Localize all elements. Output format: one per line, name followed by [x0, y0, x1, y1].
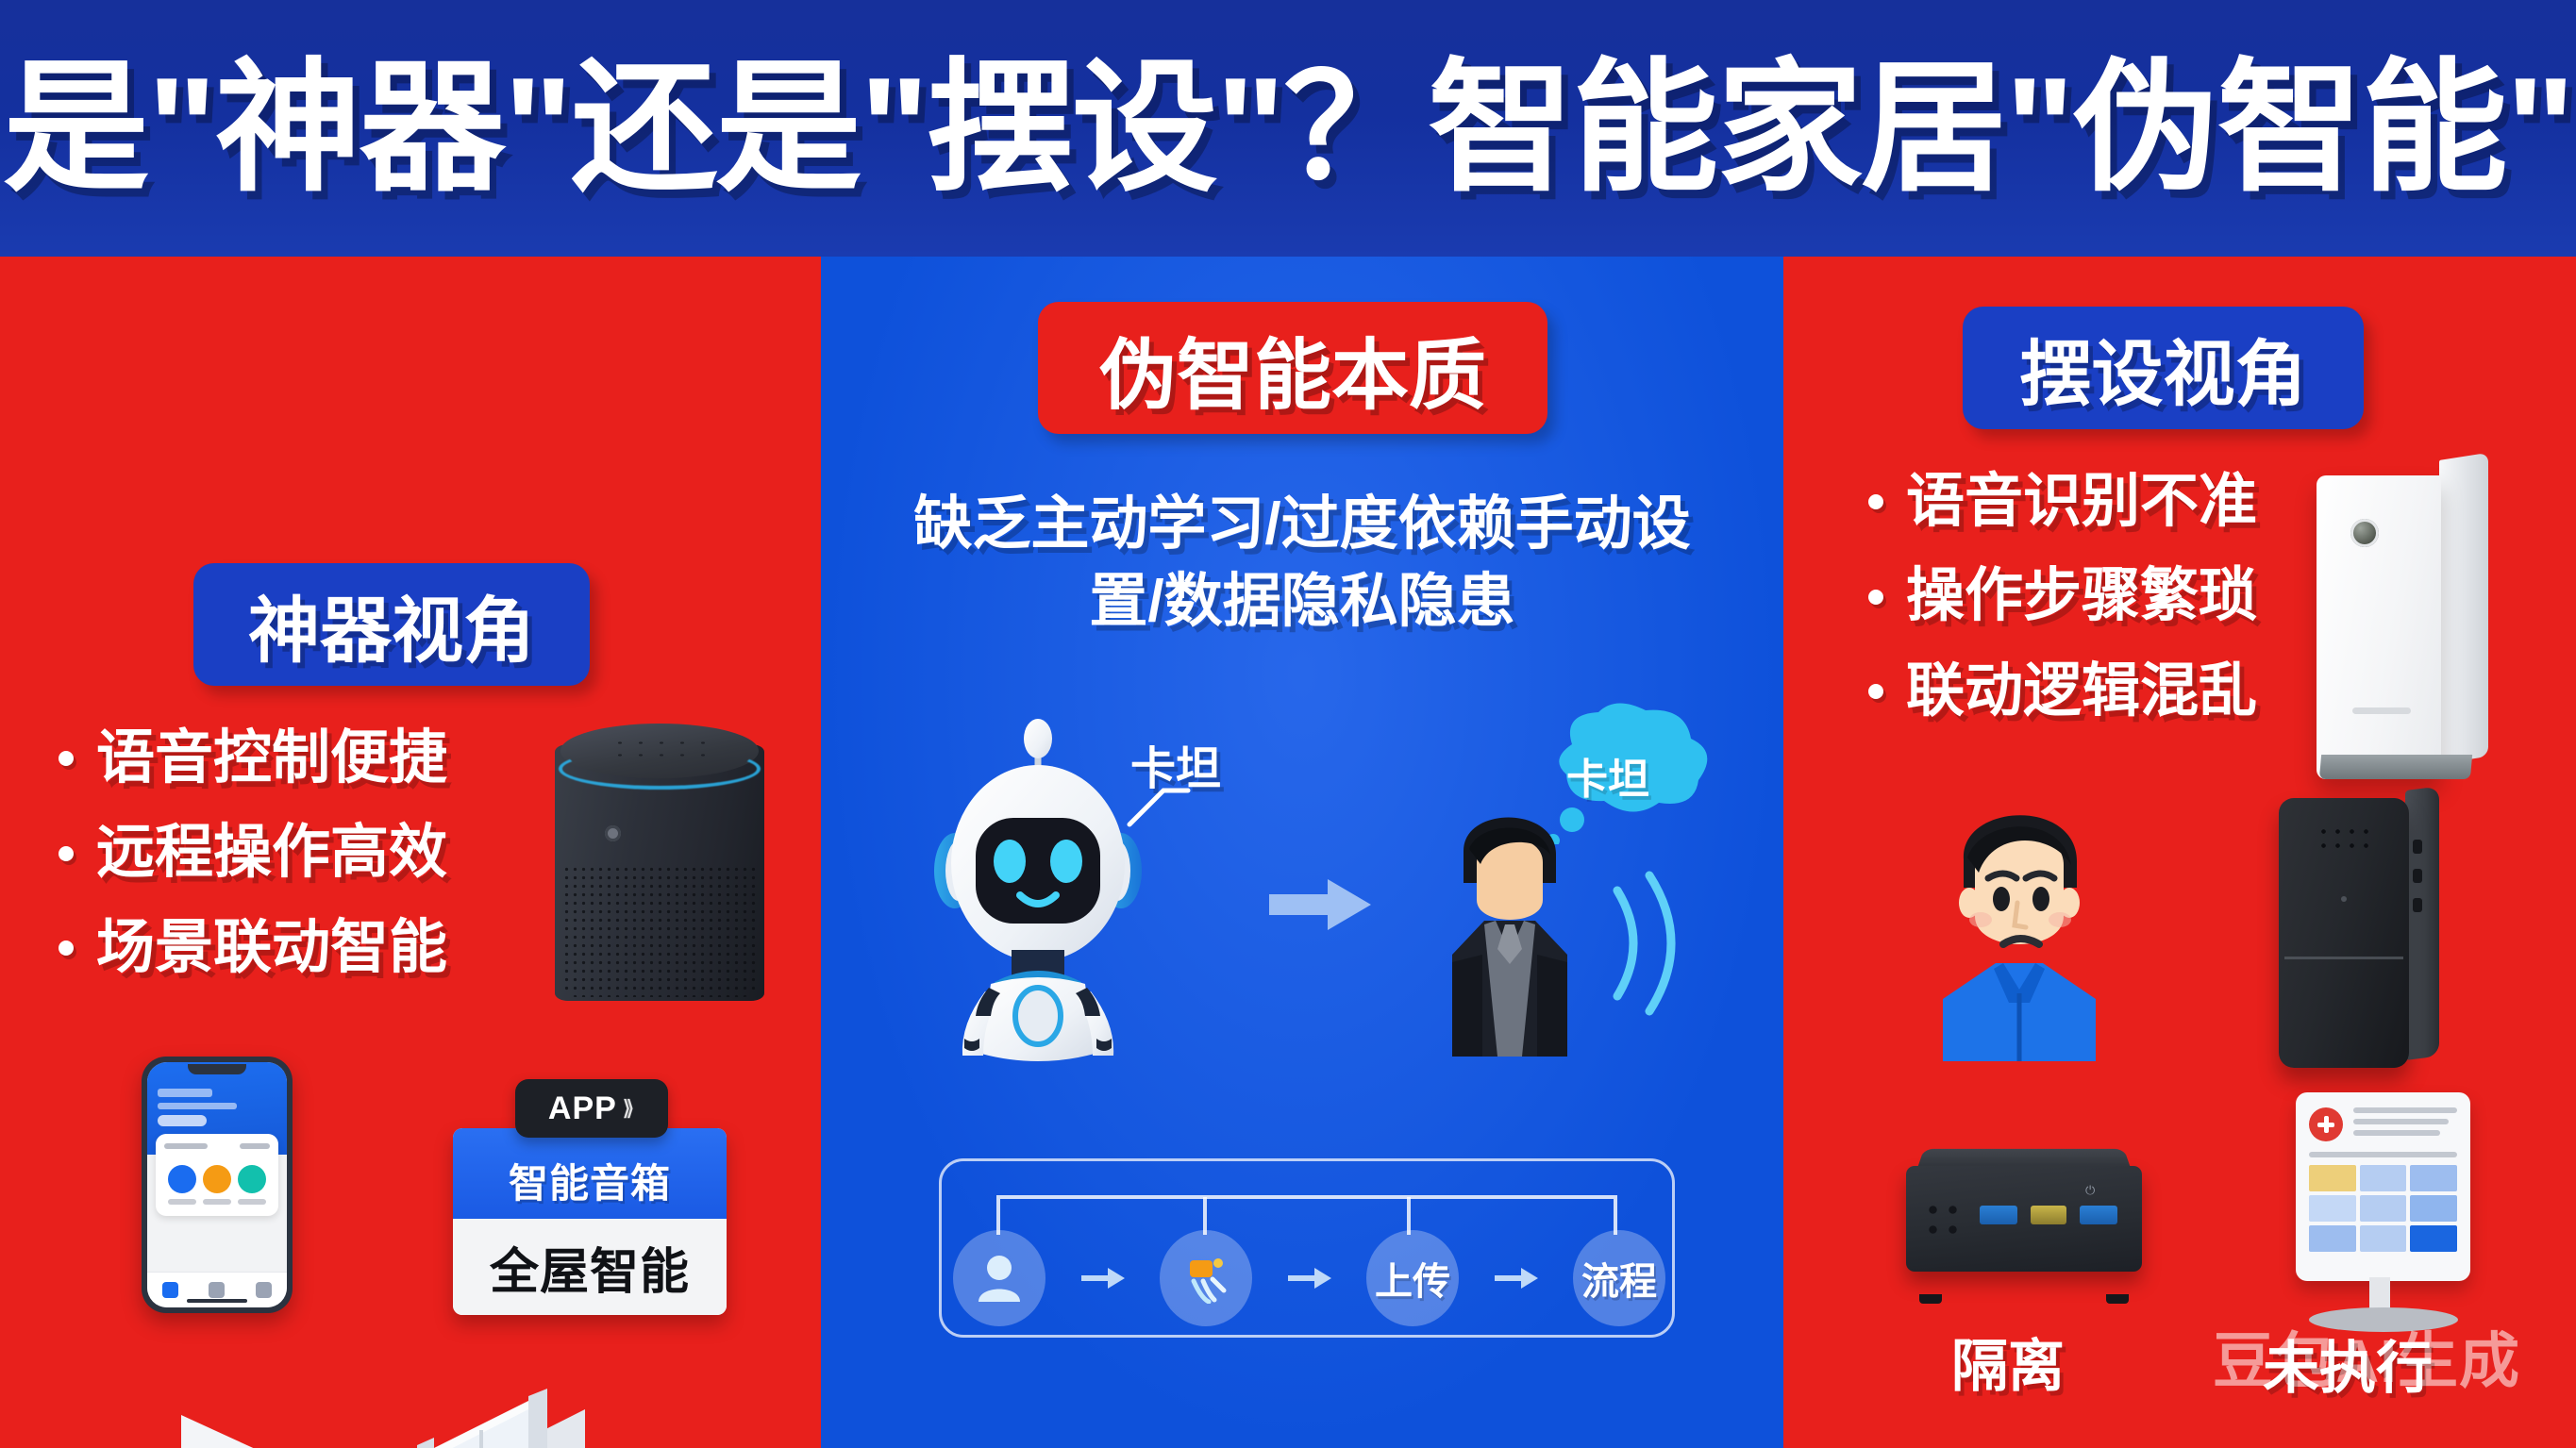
nav-devices-icon: [209, 1282, 226, 1298]
plus-badge-icon: [2309, 1107, 2343, 1141]
flow-node-broadcast: [1160, 1230, 1252, 1326]
watermark-text: 豆包AI生成: [2213, 1327, 2520, 1395]
smart-speaker-app-card: APP ⟫ 智能音箱 全屋智能: [453, 1079, 727, 1315]
bullet-text: 操作步骤繁琐: [1906, 563, 2258, 629]
poster-header: 是"神器"还是"摆设"？智能家居"伪智能": [0, 0, 2576, 257]
app-shortcut-icon-3: [238, 1165, 267, 1193]
flow-node-process: 流程: [1573, 1230, 1665, 1326]
dashboard-display-illustration: [2279, 1092, 2496, 1340]
label-not-executed: 未执行: [2263, 1337, 2433, 1400]
center-body-text: 缺乏主动学习/过度依赖手动设 置/数据隐私隐患: [878, 486, 1727, 641]
nav-profile-icon: [255, 1282, 272, 1298]
phone-home-indicator: [187, 1299, 247, 1303]
app-tab-label: APP ⟫: [515, 1079, 668, 1138]
smart-speaker-image: [555, 724, 764, 1007]
app-shortcut-icon-2: [202, 1165, 231, 1193]
center-body-line-1: 缺乏主动学习/过度依赖手动设: [913, 491, 1691, 557]
bullet-item: 语音识别不准: [1868, 469, 2258, 534]
flow-arrow-1-icon: [1080, 1266, 1125, 1290]
app-card-blue-band: 智能音箱: [453, 1128, 727, 1219]
frustrated-user-avatar: [1911, 778, 2128, 1061]
bullet-dot-icon: [1868, 684, 1883, 700]
bullet-text: 语音识别不准: [1906, 469, 2258, 534]
phone-notch: [188, 1064, 246, 1074]
bullet-dot-icon: [59, 940, 74, 957]
user-avatar-image: [1401, 783, 1618, 1057]
phone-bottom-nav: [147, 1272, 287, 1307]
thought-bubble-text: 卡坦: [1566, 757, 1649, 803]
transfer-arrow-icon: [1269, 877, 1373, 932]
usb-port-2: [2031, 1206, 2066, 1224]
process-flow-row: 上传 流程: [953, 1230, 1665, 1326]
bullet-text: 联动逻辑混乱: [1906, 657, 2258, 724]
flow-arrow-3-icon: [1494, 1266, 1538, 1290]
user-icon: [979, 1256, 1020, 1302]
bullet-text: 语音控制便捷: [96, 725, 448, 791]
sound-wave-icon: [1604, 868, 1708, 1019]
bullet-dot-icon: [1868, 494, 1883, 510]
bullet-item: 操作步骤繁琐: [1868, 563, 2258, 629]
bullet-item: 场景联动智能: [59, 914, 448, 980]
badge-right: 摆设视角: [1963, 307, 2364, 429]
process-flow-container: [939, 1158, 1675, 1338]
smartphone-app-mockup: [142, 1057, 293, 1313]
bullet-item: 语音控制便捷: [59, 725, 448, 791]
badge-center: 伪智能本质: [1038, 302, 1547, 434]
bullet-text: 场景联动智能: [96, 914, 448, 980]
bullet-dot-icon: [59, 845, 74, 861]
bullet-dot-icon: [59, 751, 74, 767]
label-isolate: 隔离: [1951, 1335, 2065, 1398]
robot-speech-label: 卡坦: [1130, 744, 1222, 794]
flow-connector-lines: [995, 1193, 1618, 1239]
bullet-list-right: 语音识别不准 操作步骤繁琐 联动逻辑混乱: [1868, 469, 2258, 756]
speaker-ports: [2413, 840, 2426, 943]
robot-leader-line: [1126, 783, 1192, 828]
megaphone-icon: [1190, 1258, 1227, 1304]
flow-node-user: [953, 1230, 1045, 1326]
purifier-sensor-icon: [2350, 519, 2379, 547]
air-purifier-image: [2317, 452, 2505, 781]
isometric-room-illustration: [113, 1341, 736, 1448]
mini-pc-image: ⏻: [1906, 1140, 2142, 1304]
app-card-white-band: 全屋智能: [453, 1219, 727, 1315]
bullet-item: 联动逻辑混乱: [1868, 657, 2258, 724]
usb-port-3: [2080, 1206, 2117, 1224]
bullet-list-left: 语音控制便捷 远程操作高效 场景联动智能: [59, 725, 448, 1012]
power-led-icon: ⏻: [2085, 1183, 2096, 1197]
phone-app-card: [156, 1134, 278, 1216]
bullet-text: 远程操作高效: [96, 820, 448, 886]
panel-left-artifact-view: APP ⟫ 智能音箱 全屋智能: [0, 257, 821, 1448]
usb-port-1: [1980, 1206, 2017, 1224]
mini-pc-vent-icon: [1923, 1200, 1961, 1234]
app-shortcut-icon-1: [167, 1165, 196, 1193]
page-title: 是"神器"还是"摆设"？智能家居"伪智能": [3, 48, 2575, 208]
app-tab-text: APP: [547, 1090, 617, 1126]
bullet-item: 远程操作高效: [59, 820, 448, 886]
badge-left: 神器视角: [193, 563, 590, 686]
bullet-dot-icon: [1868, 589, 1883, 605]
black-tower-speaker-image: [2279, 786, 2444, 1074]
flow-node-upload: 上传: [1366, 1230, 1459, 1326]
speaker-grille-icon: [2317, 824, 2373, 853]
flow-arrow-2-icon: [1287, 1266, 1331, 1290]
nav-home-icon: [162, 1282, 179, 1298]
app-tab-tick-icon: ⟫: [622, 1096, 636, 1120]
center-body-line-2: 置/数据隐私隐患: [1089, 568, 1515, 634]
robot-assistant-icon: [896, 712, 1179, 1071]
